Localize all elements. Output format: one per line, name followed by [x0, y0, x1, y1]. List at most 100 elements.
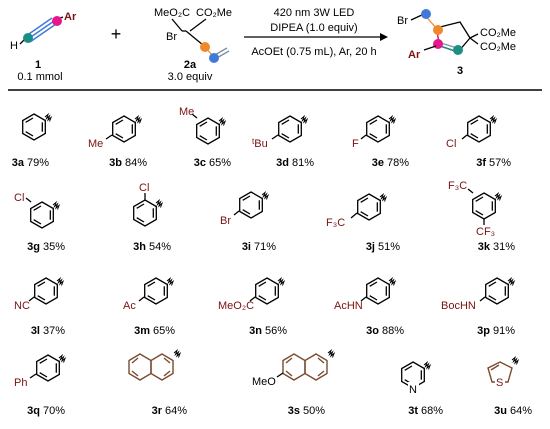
- plus-sign: +: [111, 24, 122, 44]
- reaction-scheme: Ar H 1 0.1 mmol + MeO₂C CO₂Me Br 2a 3.0 …: [10, 7, 516, 83]
- entry-id: 3q: [27, 405, 40, 417]
- entry-substituent: MeO₂C: [218, 300, 254, 312]
- product-teal-marker: [453, 45, 463, 55]
- entry-substituent: F: [352, 138, 359, 150]
- entry-heteroatom: N: [409, 384, 417, 396]
- bromide-2a: MeO₂C CO₂Me Br 2a 3.0 equiv: [154, 7, 232, 83]
- product-blue-marker: [421, 9, 431, 19]
- product-br: Br: [397, 15, 408, 27]
- entry-id: 3j: [366, 241, 375, 253]
- entry-id: 3f: [476, 157, 486, 169]
- entry-yield: 91%: [493, 325, 515, 337]
- bromide-ester1: MeO₂C: [154, 7, 190, 19]
- entry-yield: 78%: [387, 157, 409, 169]
- entry-3l: NC 3l 37%: [14, 277, 65, 337]
- magenta-atom-marker: [52, 16, 62, 26]
- condition-line3: AcOEt (0.75 mL), Ar, 20 h: [251, 46, 376, 58]
- entry-substituent: tBu: [252, 137, 268, 150]
- entry-id: 3a: [12, 157, 25, 169]
- entry-id: 3b: [109, 157, 122, 169]
- entry-yield: 81%: [292, 157, 314, 169]
- entry-substituent: Cl: [139, 182, 149, 194]
- reaction-arrow: 420 nm 3W LED DIPEA (1.0 equiv) AcOEt (0…: [244, 7, 388, 58]
- entry-3n: MeO₂C 3n 56%: [218, 277, 287, 337]
- entry-yield: 35%: [43, 241, 65, 253]
- entry-id: 3e: [372, 157, 384, 169]
- entry-substituent: Ph: [14, 377, 27, 389]
- entry-3d: tBu 3d 81%: [252, 115, 314, 169]
- product-number: 3: [457, 65, 463, 77]
- entry-3g: Cl 3g 35%: [14, 192, 65, 253]
- entry-3p: BocHN 3p 91%: [441, 277, 515, 337]
- entry-3s: MeO 3s 50%: [252, 350, 335, 417]
- entry-yield: 50%: [303, 405, 325, 417]
- bromide-number: 2a: [184, 59, 197, 71]
- entry-yield: 57%: [489, 157, 511, 169]
- entry-id: 3n: [249, 325, 262, 337]
- entry-yield: 56%: [265, 325, 287, 337]
- entry-substituent: F₃C: [326, 217, 345, 229]
- entry-3q: Ph 3q 70%: [14, 354, 66, 417]
- entry-id: 3m: [134, 325, 150, 337]
- condition-line1: 420 nm 3W LED: [274, 7, 355, 19]
- entry-substituent: Cl: [14, 192, 24, 204]
- entry-yield: 65%: [153, 325, 175, 337]
- entry-substituent: NC: [14, 300, 30, 312]
- entry-id: 3o: [366, 325, 379, 337]
- entry-id: 3k: [478, 241, 491, 253]
- entry-id: 3l: [31, 325, 40, 337]
- entry-yield: 71%: [254, 241, 276, 253]
- teal-atom-marker: [23, 33, 33, 43]
- bromide-ester2: CO₂Me: [196, 7, 232, 19]
- entry-yield: 31%: [493, 241, 515, 253]
- entry-yield: 54%: [149, 241, 171, 253]
- entry-id: 3i: [242, 241, 251, 253]
- entry-substituent: Cl: [446, 138, 456, 150]
- entry-3r: 3r 64%: [128, 350, 187, 417]
- alkyne-1: Ar H 1 0.1 mmol: [10, 11, 77, 83]
- product-ester2: CO₂Me: [480, 41, 516, 53]
- entry-yield: 37%: [43, 325, 65, 337]
- entry-3f: Cl 3f 57%: [446, 115, 511, 169]
- blue-atom-marker: [209, 53, 219, 63]
- entry-substituent: F₃C: [448, 180, 467, 192]
- entry-3u: S 3u 64%: [487, 357, 532, 417]
- alkyne-h-label: H: [10, 40, 18, 52]
- entry-substituent-2: CF₃: [476, 226, 495, 238]
- entry-substituent: Me: [179, 106, 194, 118]
- alkyne-number: 1: [35, 59, 41, 71]
- product-orange-marker: [433, 25, 443, 35]
- entry-id: 3s: [288, 405, 300, 417]
- entry-yield: 84%: [125, 157, 147, 169]
- entry-id: 3r: [152, 405, 163, 417]
- product-ar: Ar: [408, 49, 421, 61]
- entry-id: 3h: [133, 241, 146, 253]
- entry-substituent: Me: [88, 138, 103, 150]
- entry-yield: 79%: [27, 157, 49, 169]
- entry-substituent: BocHN: [441, 300, 476, 312]
- entry-3m: Ac 3m 65%: [123, 277, 175, 337]
- entry-yield: 51%: [378, 241, 400, 253]
- entry-id: 3g: [27, 241, 40, 253]
- bromide-br: Br: [166, 31, 177, 43]
- entry-id: 3u: [494, 405, 507, 417]
- condition-line2: DIPEA (1.0 equiv): [270, 22, 357, 34]
- entry-3j: F₃C 3j 51%: [326, 193, 400, 253]
- entry-yield: 68%: [421, 405, 443, 417]
- entry-3c: Me 3c 65%: [179, 106, 231, 169]
- entry-heteroatom: S: [496, 377, 503, 389]
- product-3: Br Ar CO₂Me CO₂Me 3: [397, 9, 516, 77]
- entry-id: 3t: [408, 405, 418, 417]
- entry-id: 3d: [276, 157, 289, 169]
- entry-3i: Br 3i 71%: [220, 191, 276, 253]
- entry-id: 3c: [194, 157, 206, 169]
- entry-3b: Me 3b 84%: [88, 115, 147, 169]
- orange-atom-marker: [200, 42, 210, 52]
- entry-yield: 88%: [382, 325, 404, 337]
- entry-3h: Cl 3h 54%: [133, 182, 171, 253]
- entry-substituent: Br: [220, 215, 231, 227]
- entry-substituent: Ac: [123, 300, 136, 312]
- entry-id: 3p: [477, 325, 490, 337]
- entry-3k: F₃C CF₃ 3k 31%: [448, 180, 515, 253]
